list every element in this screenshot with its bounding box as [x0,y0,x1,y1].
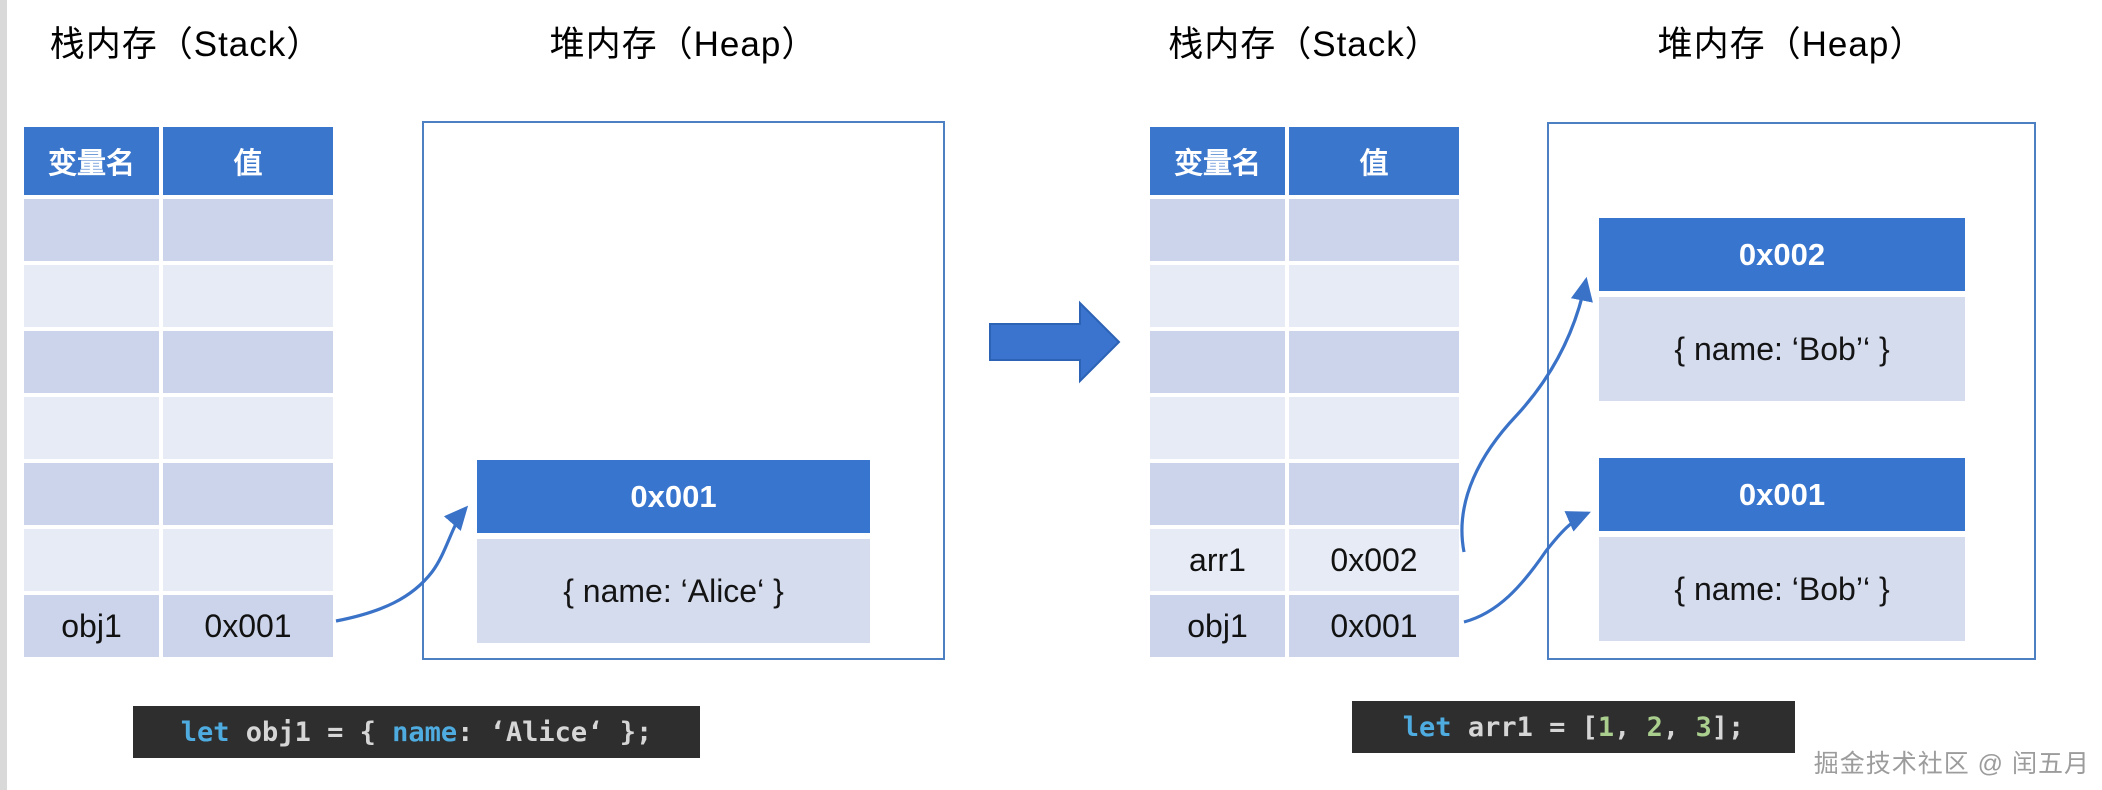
left-stack-title: 栈内存（Stack） [49,24,323,64]
code-token: , [1662,711,1696,743]
table-cell [163,529,333,591]
table-cell [24,331,159,393]
variable-value-cell: 0x002 [1289,529,1459,591]
code-token: , [1614,711,1647,743]
code-token: 2 [1646,711,1663,743]
table-cell [24,265,159,327]
table-cell [1289,265,1459,327]
table-cell [1150,199,1285,261]
right-heap-title: 堆内存（Heap） [1657,24,1926,64]
transition-arrow-icon [989,300,1121,384]
column-header: 值 [163,127,333,195]
variable-name-cell: obj1 [24,595,159,657]
heap-object-0x001: 0x001 { name: ‘Alice‘ } [477,460,870,643]
table-cell [24,397,159,459]
table-cell [1289,397,1459,459]
code-token: ]; [1711,711,1745,743]
table-cell [1289,463,1459,525]
table-cell [163,463,333,525]
code-token: 1 [1597,711,1615,743]
column-header: 值 [1289,127,1459,195]
column-header: 变量名 [24,127,159,195]
left-heap-box: 0x001 { name: ‘Alice‘ } [422,121,945,660]
heap-address-label: 0x001 [477,460,870,533]
heap-object-content: { name: ‘Bob’‘ } [1599,537,1965,641]
code-token: ‘Alice‘ [489,716,604,748]
code-token: }; [603,716,653,748]
variable-name-cell: obj1 [1150,595,1285,657]
variable-value-cell: 0x001 [163,595,333,657]
right-stack-table: 变量名 值 arr1 0x002 obj1 0x001 [1150,127,1459,657]
table-cell [24,529,159,591]
left-edge-artifact [0,0,7,790]
variable-value-cell: 0x001 [1289,595,1459,657]
left-stack-table: 变量名 值 obj1 0x001 [24,127,333,657]
table-cell [1289,199,1459,261]
table-cell [24,199,159,261]
heap-address-label: 0x002 [1599,218,1965,291]
variable-name-cell: arr1 [1150,529,1285,591]
table-cell [1150,463,1285,525]
column-header: 变量名 [1150,127,1285,195]
right-code-snippet: let arr1 = [1, 2, 3]; [1352,701,1795,753]
table-cell [1150,331,1285,393]
code-token: let [1402,711,1452,743]
code-token: obj1 = { [229,716,393,748]
table-cell [163,331,333,393]
code-token: name [392,716,458,748]
right-stack-title: 栈内存（Stack） [1168,24,1441,64]
code-token: 3 [1695,711,1712,743]
left-code-snippet: let obj1 = { name: ‘Alice‘ }; [133,706,700,758]
right-heap-box: 0x002 { name: ‘Bob’‘ } 0x001 { name: ‘Bo… [1547,122,2036,660]
table-cell [163,397,333,459]
heap-object-0x002: 0x002 { name: ‘Bob’‘ } [1599,218,1965,401]
code-token: : [457,716,490,748]
heap-address-label: 0x001 [1599,458,1965,531]
left-heap-title: 堆内存（Heap） [549,24,818,64]
table-cell [1289,331,1459,393]
table-cell [163,265,333,327]
heap-object-content: { name: ‘Alice‘ } [477,539,870,643]
code-token: arr1 = [ [1451,711,1598,743]
code-token: let [180,716,230,748]
table-cell [1150,397,1285,459]
watermark: 掘金技术社区 @ 闰五月 [1813,750,2090,778]
table-cell [163,199,333,261]
table-cell [1150,265,1285,327]
table-cell [24,463,159,525]
heap-object-content: { name: ‘Bob’‘ } [1599,297,1965,401]
heap-object-0x001: 0x001 { name: ‘Bob’‘ } [1599,458,1965,641]
